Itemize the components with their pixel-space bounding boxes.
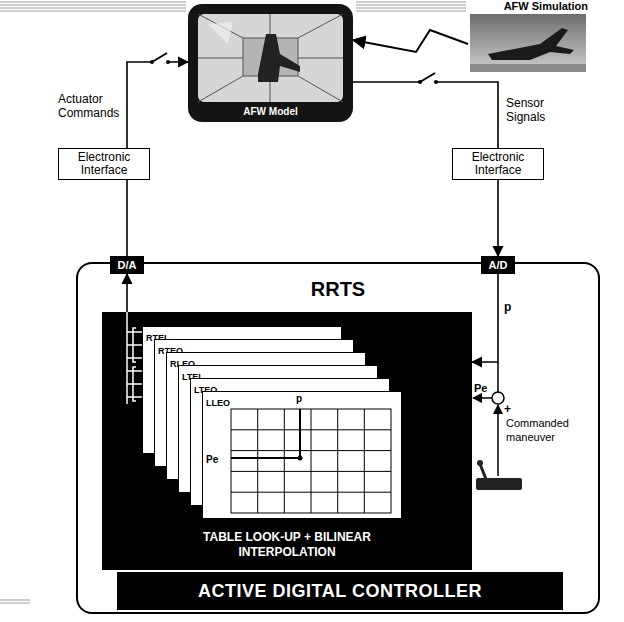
summing-junction	[473, 362, 504, 476]
signal-line	[353, 82, 498, 148]
lookup-table-grid	[203, 392, 403, 520]
signal-line	[127, 62, 188, 148]
signal-label: p	[504, 300, 524, 314]
scan-border-lines	[0, 2, 466, 603]
radio-link	[353, 30, 468, 52]
signal-name: Actuator Commands	[58, 92, 122, 120]
node-text: D/A	[118, 259, 137, 271]
interface-box: Electronic Interface	[452, 148, 544, 180]
controller-bar: ACTIVE DIGITAL CONTROLLER	[117, 572, 563, 610]
switch-symbol	[150, 53, 170, 65]
node-text: AFW Simulation	[468, 0, 588, 13]
signal-label: +	[504, 402, 520, 416]
aircraft-photo	[470, 14, 586, 72]
signal-line	[126, 274, 128, 312]
interface-box: Electronic Interface	[58, 148, 150, 180]
converter-box: D/A	[110, 256, 144, 274]
table-panel: TABLE LOOK-UP + BILINEAR INTERPOLATIONRT…	[102, 312, 472, 570]
node-text: ACTIVE DIGITAL CONTROLLER	[198, 581, 482, 601]
signal-label: Pe	[474, 381, 494, 395]
node-text: LLEO	[203, 397, 233, 410]
simulation-photo: AFW Simulation	[468, 0, 588, 72]
node-text: A/D	[489, 259, 508, 271]
wind-tunnel-model-image	[188, 4, 353, 122]
control-stick-icon	[476, 460, 522, 490]
node-text: TABLE LOOK-UP + BILINEAR INTERPOLATION	[192, 530, 382, 560]
node-text: Electronic Interface	[63, 151, 145, 177]
table-sheet: LLEO	[202, 391, 402, 519]
signal-label: Commanded maneuver	[506, 416, 586, 444]
signal-name: Sensor Signals	[506, 96, 566, 124]
axis-label: p	[296, 392, 310, 406]
axis-label: Pe	[206, 453, 226, 467]
node-text: Electronic Interface	[457, 151, 539, 177]
signal-line	[126, 180, 128, 256]
converter-box: A/D	[481, 256, 515, 274]
signal-line	[472, 274, 498, 362]
node-text: RRTS	[78, 278, 598, 300]
signal-line	[497, 180, 499, 256]
node-text: AFW Model	[243, 106, 297, 118]
switch-symbol	[418, 73, 438, 85]
monitor-box: AFW Model	[188, 4, 353, 122]
